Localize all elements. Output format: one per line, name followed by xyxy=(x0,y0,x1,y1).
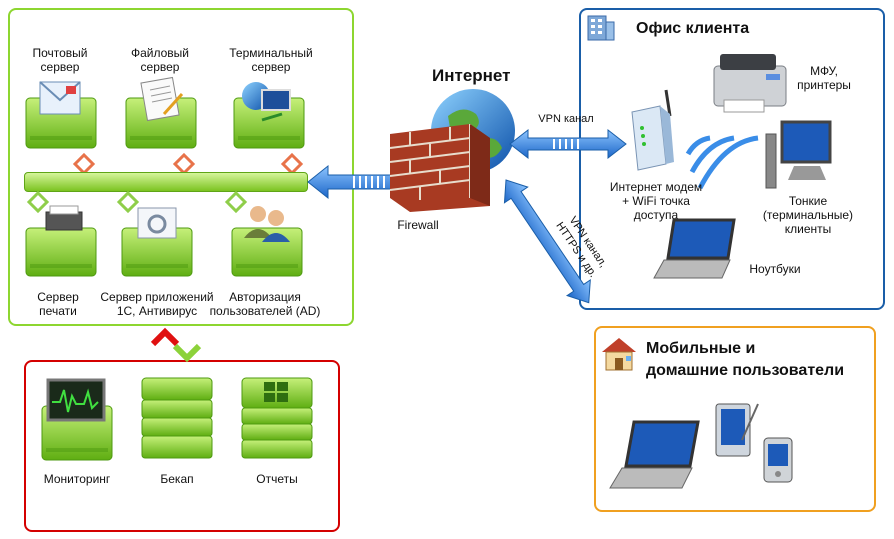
monitoring-label: Мониторинг xyxy=(43,472,111,486)
print-server-label: Сервер печати xyxy=(37,290,79,318)
server-room-frame xyxy=(8,8,354,326)
thin-client-icon xyxy=(765,120,832,189)
file-server-label: Файловый сервер xyxy=(130,46,189,74)
monitoring-icon xyxy=(41,378,113,461)
mfu-printer-icon xyxy=(713,54,787,113)
up-chevron-icon xyxy=(150,327,180,347)
vpn-label: VPN канал xyxy=(538,113,594,125)
firewall-label: Firewall xyxy=(397,218,439,232)
reports-label: Отчеты xyxy=(256,472,298,486)
wifi-signal-icon xyxy=(685,135,759,190)
backup-icon xyxy=(141,377,213,459)
connector-icon xyxy=(280,152,304,176)
connector-icon xyxy=(224,190,248,214)
office-building-icon xyxy=(587,15,615,41)
mobile-title: Мобильные и домашние пользователи xyxy=(646,340,845,379)
pda-icon xyxy=(763,437,793,483)
terminal-server-label: Терминальный сервер xyxy=(229,46,313,74)
connector-icon xyxy=(172,152,196,176)
thin-clients-label: Тонкие (терминальные) клиенты xyxy=(762,194,854,236)
lan-bus xyxy=(24,172,308,192)
print-server-icon xyxy=(25,205,97,277)
vpn-mobile-arrow xyxy=(503,179,591,304)
client-office-frame xyxy=(579,8,885,310)
home-icon xyxy=(602,338,636,371)
app-server-icon xyxy=(121,207,193,277)
internet-title: Интернет xyxy=(432,66,511,85)
down-chevron-icon xyxy=(172,343,202,363)
app-server-label: Сервер приложений 1С, Антивирус xyxy=(100,290,214,318)
tablet-icon xyxy=(715,403,759,457)
file-server-icon xyxy=(125,76,197,149)
modem-icon xyxy=(631,89,674,171)
vpn-office-arrow xyxy=(509,128,627,160)
laptop-icon xyxy=(609,420,700,489)
terminal-server-icon xyxy=(233,82,305,149)
notebooks-label: Ноутбуки xyxy=(749,262,801,276)
connector-icon xyxy=(116,190,140,214)
mfu-label: МФУ, принтеры xyxy=(797,64,851,92)
connector-icon xyxy=(72,152,96,176)
notebook-icon xyxy=(653,218,736,279)
mobile-users-frame xyxy=(594,326,876,512)
firewall-icon xyxy=(389,124,490,212)
modem-label: Интернет модем + WiFi точка доступа xyxy=(609,180,703,222)
mail-server-icon xyxy=(25,81,97,149)
connector-icon xyxy=(26,190,50,214)
reports-icon xyxy=(241,377,313,459)
ad-server-label: Авторизация пользователей (AD) xyxy=(209,290,321,318)
mail-server-label: Почтовый сервер xyxy=(32,46,88,74)
office-title: Офис клиента xyxy=(636,20,750,37)
backup-label: Бекап xyxy=(160,472,194,486)
backoffice-frame xyxy=(24,360,340,532)
ad-server-icon xyxy=(231,206,303,277)
